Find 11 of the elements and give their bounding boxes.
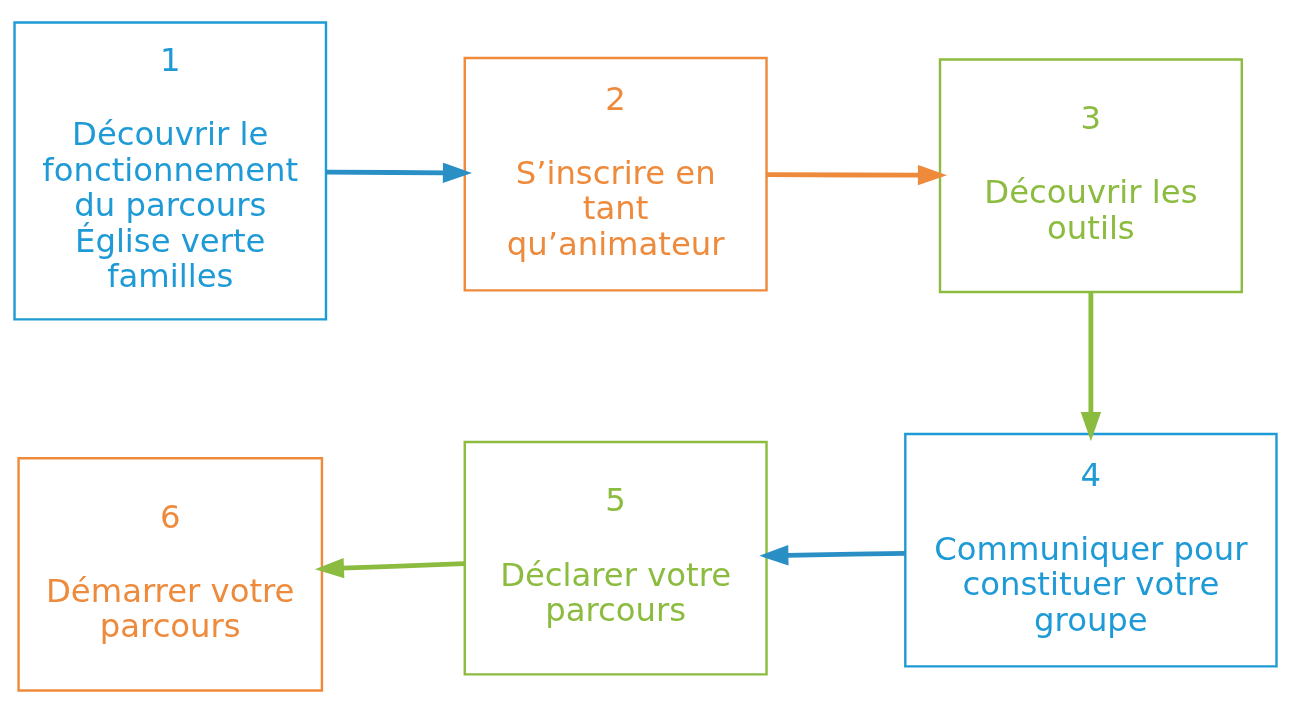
arrow [1080,292,1102,442]
node-box: 3 Découvrir les outils [938,58,1243,294]
arrow [766,165,947,186]
node-box: 1 Découvrir le fonctionnement du parcours Église verte familles [13,21,328,321]
arrow [326,162,472,184]
node-box: 6 Démarrer votre parcours [17,456,324,692]
node-box: 4 Communiquer pour constituer votre groupe [904,432,1278,668]
node-box: 2 S’inscrire en tant qu’animateur [463,56,768,292]
arrow [314,557,465,579]
arrow [759,545,906,566]
node-box: 5 Déclarer votre parcours [463,440,768,676]
